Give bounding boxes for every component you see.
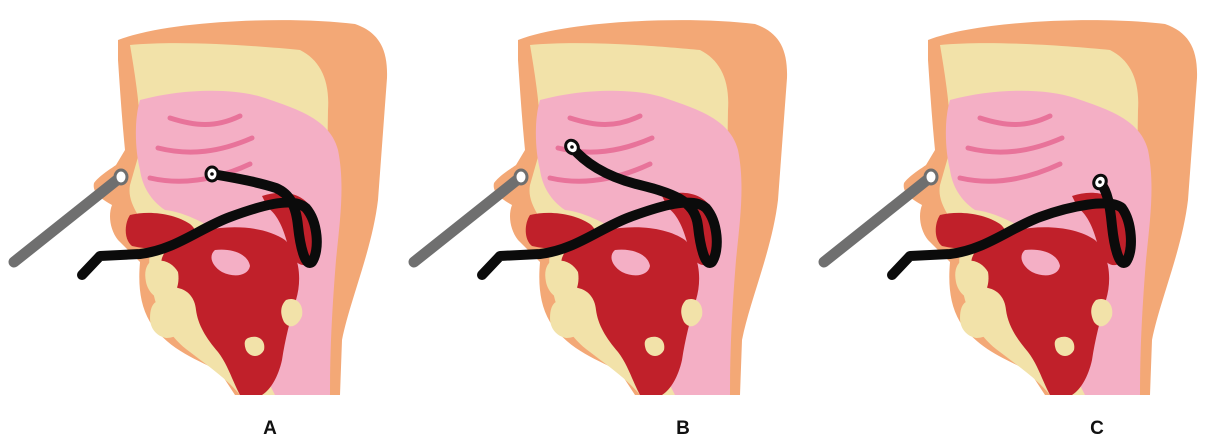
endoscope-lens <box>210 172 214 176</box>
panel-label-b: B <box>663 418 703 440</box>
nasal-tube <box>414 176 522 262</box>
panel-b-illustration <box>400 0 800 400</box>
endoscope-lens <box>1098 180 1102 184</box>
nasal-tube-opening <box>925 170 937 184</box>
endoscope-lens <box>570 145 574 149</box>
nasal-tube-opening <box>115 170 127 184</box>
nasal-tube <box>14 176 122 262</box>
panel-label-c: C <box>1077 418 1117 440</box>
panel-a-illustration <box>0 0 400 400</box>
nasal-tube-opening <box>515 170 527 184</box>
panel-c-illustration <box>810 0 1210 400</box>
panel-label-a: A <box>250 418 290 440</box>
nasal-tube <box>824 176 932 262</box>
